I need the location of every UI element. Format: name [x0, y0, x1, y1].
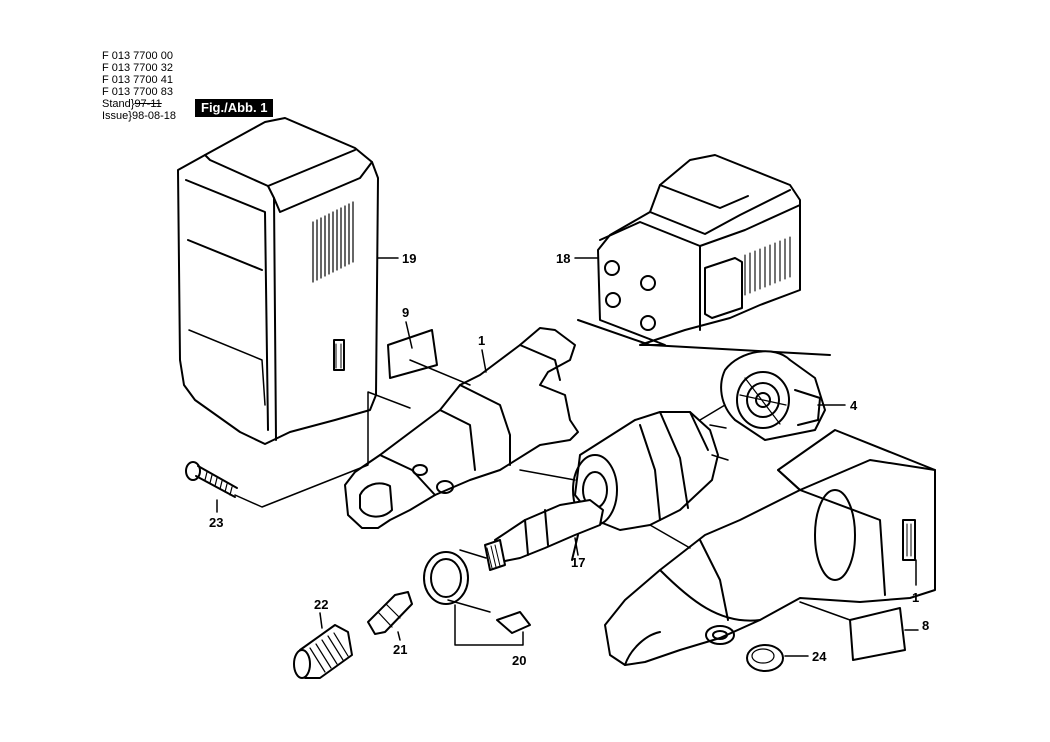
label-part-8: [849, 607, 906, 661]
stand-label: Stand: [102, 98, 131, 110]
housing-half-part-1-right: [604, 429, 936, 666]
callout-20: 20: [512, 653, 526, 668]
screw-part-23: [185, 461, 238, 498]
callout-9: 9: [402, 305, 409, 320]
callout-17: 17: [571, 555, 585, 570]
issue-value: 98-08-18: [131, 110, 177, 122]
callout-24: 24: [812, 649, 827, 664]
battery-ribs: [744, 236, 791, 296]
part-number-1: F 013 7700 00: [102, 50, 173, 62]
part-number-2: F 013 7700 32: [102, 62, 173, 74]
issue-row: Issue}98-08-18: [102, 110, 176, 122]
brace-top: }: [130, 98, 135, 110]
issue-label: Issue: [102, 110, 129, 122]
case-vent-grille: [312, 201, 354, 283]
clip-part-20: [496, 611, 531, 634]
callout-18: 18: [556, 251, 570, 266]
part-number-4: F 013 7700 83: [102, 86, 173, 98]
brace-bottom: }: [128, 110, 132, 122]
callout-19: 19: [402, 251, 416, 266]
battery-part-18: [577, 154, 831, 356]
callout-8: 8: [922, 618, 929, 633]
callout-1-lower: 1: [912, 590, 919, 605]
stand-value: 97-11: [134, 98, 162, 110]
collet-nut-part-22: [293, 624, 353, 679]
callout-4: 4: [850, 398, 858, 413]
end-cap-part-4: [720, 350, 826, 441]
label-part-9: [387, 329, 438, 379]
motor-part-17: [484, 411, 729, 571]
callout-23: 23: [209, 515, 223, 530]
button-part-24: [746, 644, 784, 672]
part-number-3: F 013 7700 41: [102, 74, 173, 86]
callout-22: 22: [314, 597, 328, 612]
figure-label: Fig./Abb. 1: [195, 99, 274, 117]
stand-row: Stand}97-11: [102, 98, 162, 110]
collet-part-21: [367, 591, 413, 635]
case-part-19: [177, 117, 379, 445]
callout-1-upper: 1: [478, 333, 485, 348]
leader-lines: [216, 257, 919, 657]
callout-labels: 19 18 9 1 4 23 17 22 21 20 1 8 24: [209, 251, 929, 668]
callout-21: 21: [393, 642, 407, 657]
case-latch: [333, 339, 345, 371]
housing-half-part-1-left: [344, 327, 579, 529]
